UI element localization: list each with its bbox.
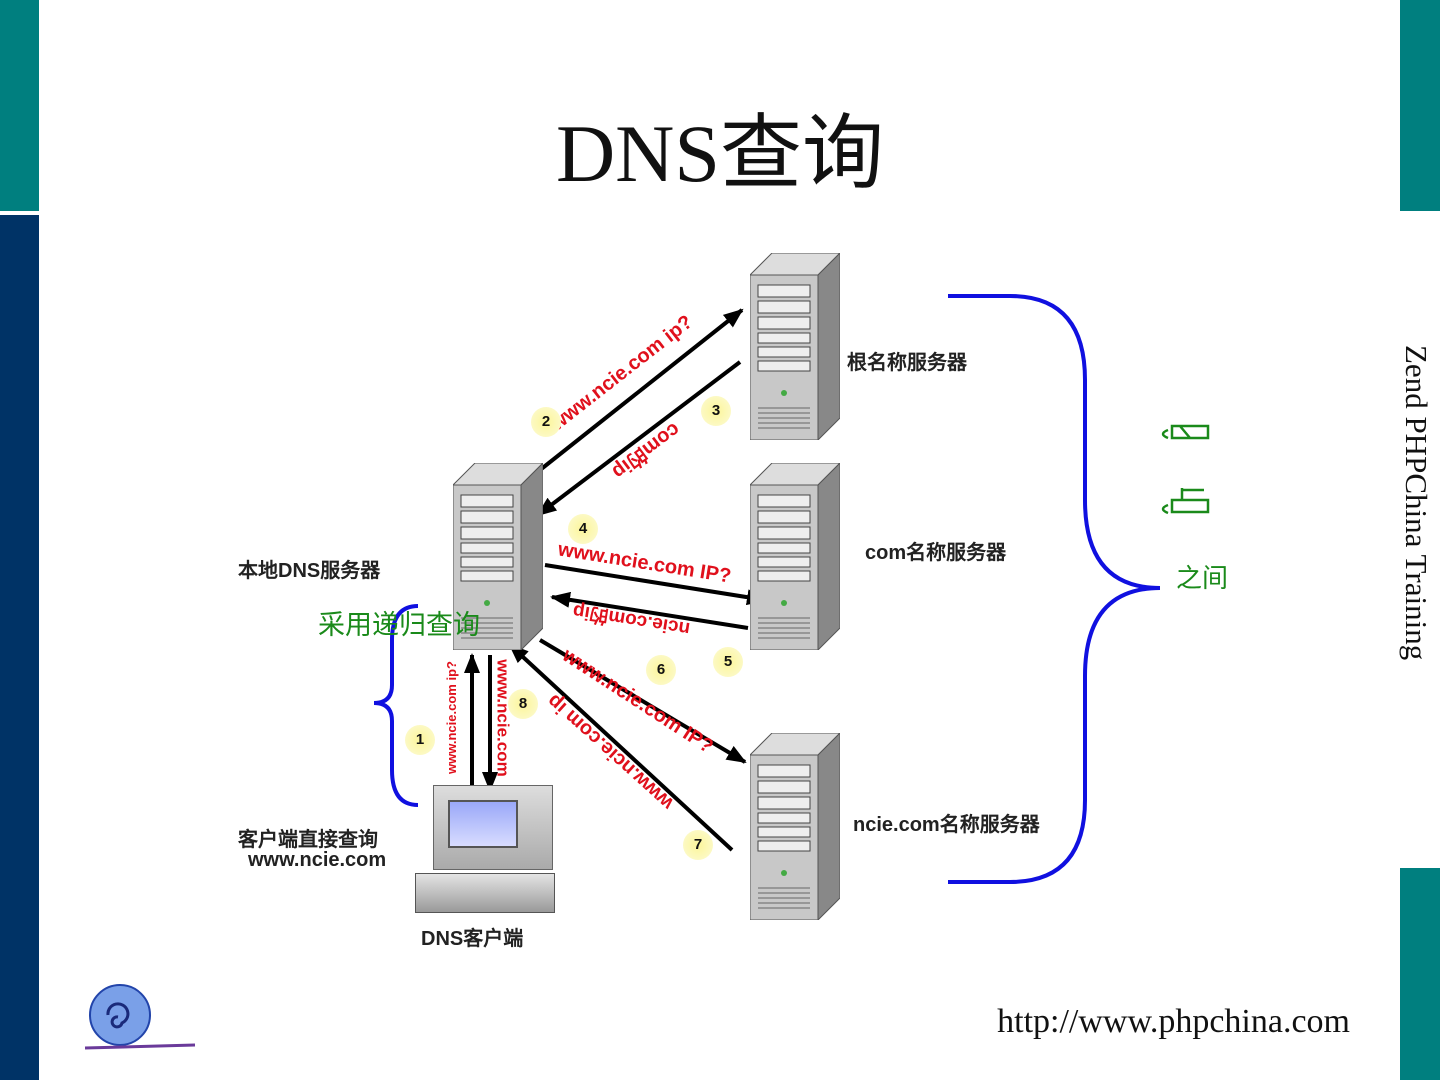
dns-client-label: DNS客户端 (421, 928, 524, 950)
step-8-badge: 8 (508, 689, 538, 719)
page-title: DNS查询 (555, 108, 885, 199)
client-pc-icon (415, 785, 555, 915)
client-note-line1: 客户端直接查询 (238, 829, 378, 851)
arrow-4 (544, 563, 767, 606)
footer-url: http://www.phpchina.com (997, 1003, 1350, 1040)
com-server-icon (748, 461, 842, 652)
small-brace (373, 604, 419, 807)
step-2-badge: 2 (531, 407, 561, 437)
right-teal-bar-bottom (1400, 868, 1440, 1080)
step-5-badge: 5 (713, 647, 743, 677)
arrow-6 (538, 638, 747, 764)
iterative-between-label: 之间 (1176, 563, 1229, 593)
arrow-2 (538, 308, 744, 472)
big-brace (948, 294, 1161, 884)
logo (84, 984, 196, 1050)
server-tower-graphic (748, 461, 842, 652)
step-8-label: www.ncie.com (493, 659, 513, 777)
root-server-label: 根名称服务器 (847, 352, 967, 374)
client-note-line2: www.ncie.com (248, 849, 387, 871)
ncie-server-icon (748, 731, 842, 922)
com-server-label: com名称服务器 (865, 542, 1007, 564)
right-teal-bar-top (1400, 0, 1440, 211)
garbled-green-glyphs (1161, 424, 1210, 515)
local-dns-server-icon (451, 461, 545, 652)
step-6-badge: 6 (646, 655, 676, 685)
server-tower-graphic (748, 731, 842, 922)
arrow-5 (550, 591, 749, 630)
recursive-label: 采用递归查询 (318, 610, 480, 640)
step-1-label: www.ncie.com ip? (443, 661, 459, 774)
step-3-badge: 3 (701, 396, 731, 426)
arrow-3 (536, 360, 742, 517)
ncie-server-label: ncie.com名称服务器 (853, 814, 1040, 836)
local-dns-label: 本地DNS服务器 (238, 560, 381, 582)
server-tower-graphic (748, 251, 842, 442)
step-4-badge: 4 (568, 514, 598, 544)
left-navy-bar (0, 215, 39, 1080)
step-7-badge: 7 (683, 830, 713, 860)
left-teal-bar (0, 0, 39, 211)
root-server-icon (748, 251, 842, 442)
server-tower-graphic (451, 461, 545, 652)
arrow-7 (508, 643, 734, 852)
step-1-badge: 1 (405, 725, 435, 755)
